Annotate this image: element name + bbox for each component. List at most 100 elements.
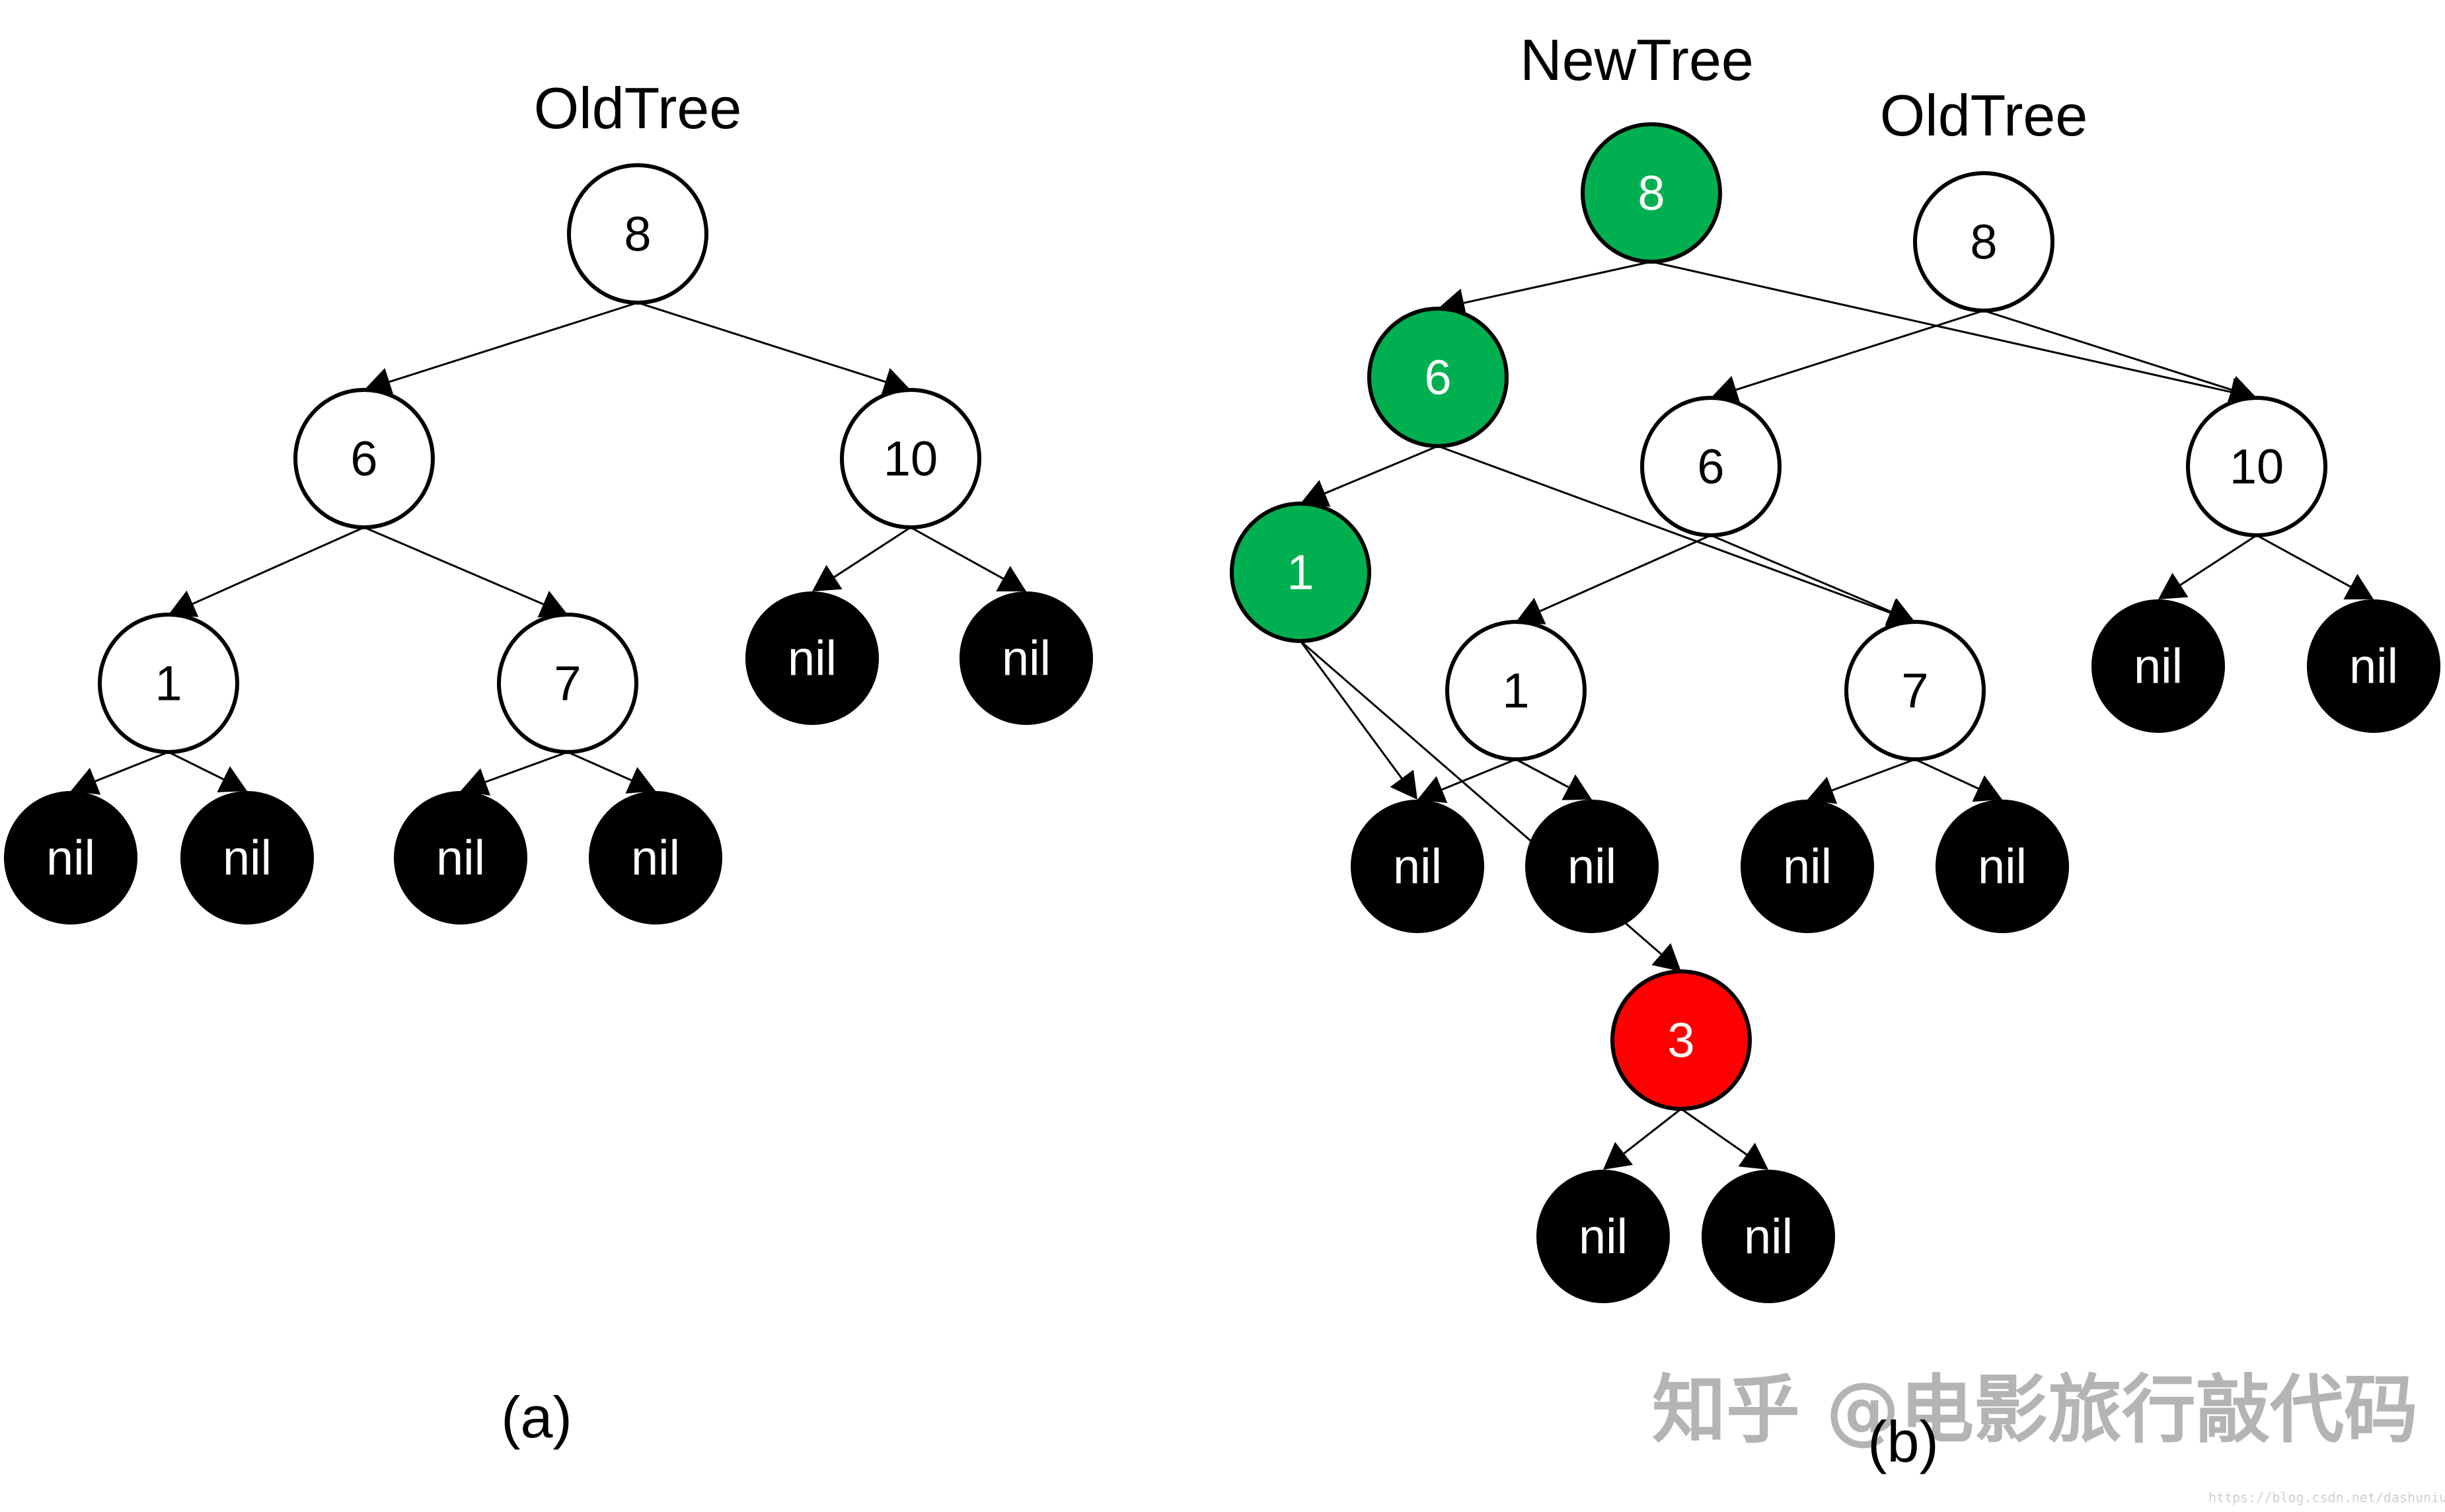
panel-a-node-label: nil — [46, 831, 95, 886]
panel-b-edge-o6-to-o7 — [1710, 534, 1891, 613]
panel-a-node-nil-nil: nil — [959, 591, 1093, 725]
panel-a-node-circle — [180, 791, 314, 925]
panel-b-node-circle — [1536, 1170, 1670, 1303]
panel-b-node-circle — [1610, 969, 1752, 1111]
panel-b-node-label: 6 — [1424, 350, 1451, 405]
panel-b-node-white-10: 10 — [2186, 396, 2327, 537]
panel-b-node-label: nil — [2134, 639, 2183, 694]
panel-b-edge-n1-to-o1L — [1299, 640, 1403, 779]
panel-a-node-circle — [98, 613, 239, 754]
panel-b-arrowhead-o1 — [1516, 597, 1546, 624]
panel-b-node-white-6: 6 — [1640, 396, 1782, 537]
panel-a-node-nil-nil: nil — [745, 591, 879, 725]
panel-a-node-nil-nil: nil — [589, 791, 722, 925]
panel-b-arrowhead-o7L — [1807, 776, 1838, 804]
panel-a-edge-a8-to-a6 — [389, 301, 638, 383]
panel-b-node-circle — [2307, 599, 2440, 733]
panel-a-edge-a8-to-a10 — [637, 301, 886, 383]
panel-a-arrowhead-a1L — [71, 767, 101, 795]
panel-a-node-white-7: 7 — [497, 613, 638, 754]
panel-a-node-white-8: 8 — [567, 163, 708, 305]
panel-b-node-circle — [1741, 800, 1874, 933]
panel-b-edge-o8-to-o10 — [1983, 309, 2232, 391]
panel-a-node-circle — [497, 613, 638, 754]
panel-b-node-circle — [1230, 502, 1371, 643]
panel-b-node-new-1: 1 — [1230, 502, 1371, 643]
panel-b-node-new-6: 6 — [1367, 307, 1509, 448]
panel-b-edge-o8-to-o6 — [1735, 309, 1984, 391]
panel-a-node-circle — [589, 791, 722, 925]
panel-b-arrowhead-o10L — [2158, 572, 2189, 599]
panel-b-edge-o10-to-o10L — [2179, 534, 2257, 586]
panel-b-node-label: 3 — [1667, 1013, 1694, 1068]
panel-b-node-circle — [2186, 396, 2327, 537]
panel-b-node-circle — [1913, 171, 2054, 313]
watermark-shadow: 知乎 @电影旅行敲代码 — [1660, 1374, 2426, 1460]
panel-a-node-nil-nil: nil — [4, 791, 137, 925]
panel-a-node-label: 7 — [554, 656, 581, 711]
panel-a-edge-a10-to-a10L — [833, 526, 911, 578]
panel-b-edge-n8-to-o10 — [1651, 260, 2232, 393]
panel-b-node-white-8: 8 — [1913, 171, 2054, 313]
panel-b-arrowhead-o7 — [1885, 598, 1915, 625]
panel-b-node-white-1: 1 — [1445, 620, 1587, 761]
panel-a-edge-a7-to-a7R — [567, 751, 632, 782]
panel-b-newtree-title: NewTree — [1520, 27, 1754, 93]
panel-a-node-label: nil — [436, 831, 485, 886]
panel-a-caption: (a) — [501, 1384, 572, 1450]
panel-b-arrowhead-o7R — [1972, 775, 2002, 802]
panel-a-arrowhead-a7 — [537, 591, 568, 618]
panel-b-node-inserted-3: 3 — [1610, 969, 1752, 1111]
panel-a-arrowhead-a7L — [461, 768, 491, 796]
panel-a-node-nil-nil: nil — [180, 791, 314, 925]
panel-b-node-label: 1 — [1287, 545, 1314, 600]
panel-a-node-circle — [293, 388, 435, 529]
panel-a-edge-a7-to-a7L — [485, 751, 568, 783]
panel-b-node-circle — [1702, 1170, 1835, 1303]
panel-b-arrowhead-o10R — [2343, 574, 2374, 600]
panel-a-node-circle — [745, 591, 879, 725]
panel-b-node-label: nil — [2349, 639, 2398, 694]
panel-a-node-circle — [394, 791, 527, 925]
panel-a-edge-a1-to-a1R — [168, 751, 224, 780]
panel-a-edge-a6-to-a1 — [192, 526, 365, 605]
panel-a-node-white-1: 1 — [98, 613, 239, 754]
panel-b-node-circle — [1525, 800, 1659, 933]
panel-a-edge-a1-to-a1L — [94, 751, 169, 782]
panel-b-node-white-7: 7 — [1844, 620, 1986, 761]
panel-a-node-label: 8 — [624, 207, 651, 262]
panel-a-node-label: nil — [788, 631, 837, 686]
panel-b-arrowhead-r3 — [1651, 943, 1681, 971]
panel-b-oldtree-title: OldTree — [1880, 83, 2088, 148]
panel-a-oldtree-title: OldTree — [534, 75, 742, 141]
panel-b-edge-o1-to-o1L — [1441, 758, 1517, 791]
panel-b-node-label: 8 — [1637, 166, 1665, 221]
panel-b-arrowhead-r3L — [1603, 1142, 1634, 1170]
panel-a-arrowhead-a1R — [217, 766, 247, 792]
panel-a-arrowhead-a10L — [812, 564, 843, 591]
panel-b-edge-o10-to-o10R — [2256, 534, 2351, 588]
panel-b-node-new-8: 8 — [1581, 122, 1722, 264]
panel-b-node-nil-nil: nil — [1702, 1170, 1835, 1303]
panel-b-node-nil-nil: nil — [1741, 800, 1874, 933]
panel-b-node-label: 1 — [1502, 663, 1529, 718]
panel-b-node-nil-nil: nil — [1525, 800, 1659, 933]
watermark-text: 知乎 @电影旅行敲代码 — [1652, 1367, 2418, 1453]
panel-a-arrowhead-a1 — [169, 590, 199, 617]
panel-b-node-label: 6 — [1697, 439, 1724, 494]
panel-b-node-label: 10 — [2230, 439, 2284, 494]
panel-a-node-circle — [567, 163, 708, 305]
panel-b-node-circle — [1844, 620, 1986, 761]
panel-b-node-circle — [1351, 800, 1484, 933]
panel-b-arrowhead-o1R — [1561, 774, 1592, 800]
panel-b-node-circle — [1936, 800, 2069, 933]
panel-a-node-circle — [4, 791, 137, 925]
panel-a-node-circle — [840, 388, 981, 529]
panel-b-node-label: nil — [1393, 839, 1442, 894]
panel-b-caption: (b) — [1867, 1409, 1939, 1474]
panel-b-node-circle — [1445, 620, 1587, 761]
panel-b-edge-r3-to-r3L — [1623, 1108, 1682, 1154]
panel-b-node-circle — [1367, 307, 1509, 448]
